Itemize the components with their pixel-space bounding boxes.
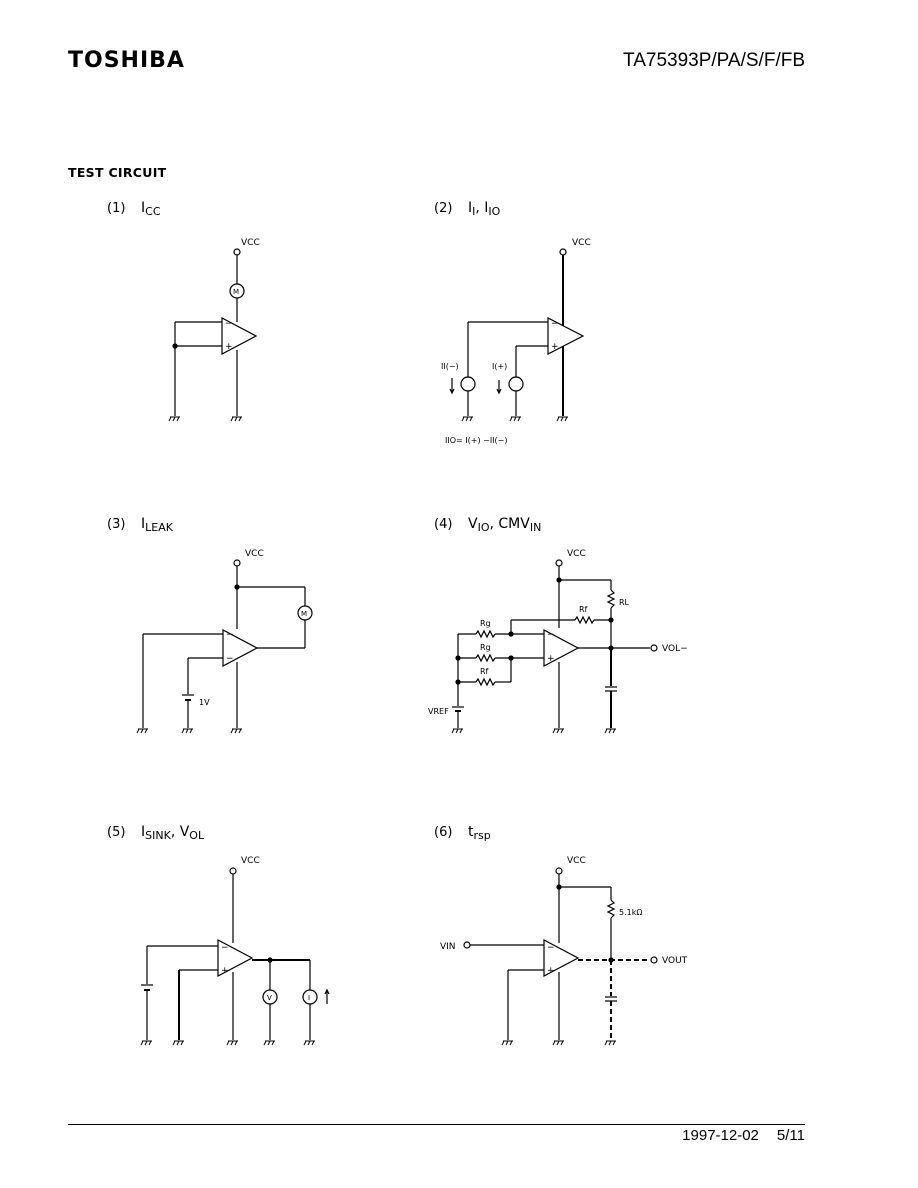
svg-text:+: + [221,966,229,976]
label-5-1k: 5.1kΩ [619,908,642,917]
label-vcc-2: VCC [572,238,591,248]
circuit-trsp [463,867,658,1046]
meter-i-label: I [308,994,310,1002]
svg-text:−: − [547,943,555,953]
caption-ileak: (3)ILEAK [107,516,173,534]
label-1v: 1V [199,698,210,707]
label-vcc-3: VCC [245,549,264,559]
label-vol: VOL− [662,644,688,654]
footer: 1997-12-02 5/11 [682,1127,805,1144]
caption-vio-cmvin: (4)VIO, CMVIN [434,516,542,534]
label-rg-2: Rg [480,643,491,652]
label-ii-minus: II(−) [441,362,459,371]
label-rf-top: Rf [579,605,588,614]
footer-rule [68,1124,805,1125]
label-vref: VREF [428,707,449,716]
caption-icc: (1)ICC [107,200,161,218]
circuit-isink-vol [140,867,330,1046]
label-rg-1: Rg [480,619,491,628]
circuit-ileak [136,559,313,734]
label-rf-bottom: Rf [480,667,489,676]
label-vcc-5: VCC [241,856,260,866]
svg-text:−: − [221,943,229,953]
caption-trsp: (6)trsp [434,824,491,842]
circuit-ii-iio [449,248,585,422]
toshiba-logo: TOSHIBA [68,48,185,73]
label-rl: RL [619,598,630,607]
meter-m-label-3: M [301,610,307,618]
footer-date: 1997-12-02 [682,1127,759,1144]
svg-text:−: − [225,319,233,329]
circuit-icc [168,248,258,422]
svg-text:+: + [547,966,555,976]
meter-v-label: V [267,994,272,1002]
section-title: TEST CIRCUIT [68,165,167,180]
svg-text:−: − [547,630,555,640]
svg-text:−: − [226,654,234,664]
label-vin: VIN [440,942,456,952]
svg-text:+: + [551,342,559,352]
page-number: 5/11 [776,1127,805,1144]
part-number: TA75393P/PA/S/F/FB [623,50,805,71]
caption-ii-iio: (2)II, IIO [434,200,501,218]
caption-isink-vol: (5)ISINK, VOL [107,824,205,842]
meter-m-label-1: M [233,288,239,296]
label-vout: VOUT [662,956,688,966]
label-vcc-1: VCC [241,238,260,248]
svg-text:+: + [225,342,233,352]
label-ii-plus: I(+) [492,362,507,371]
svg-text:−: − [551,319,559,329]
svg-text:+: + [547,654,555,664]
svg-text:−: − [226,630,234,640]
label-vcc-6: VCC [567,856,586,866]
label-vcc-4: VCC [567,549,586,559]
iio-formula: IIO= I(+) −II(−) [445,436,507,445]
circuit-vio-cmvin [451,559,658,734]
